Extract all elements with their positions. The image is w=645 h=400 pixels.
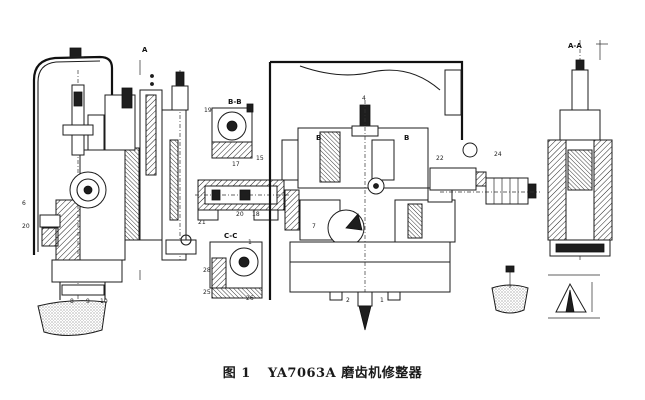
part-number-25: 26 xyxy=(246,295,254,302)
section-b-b: B-B 19 17 15 xyxy=(204,98,264,168)
part-number-13: 15 xyxy=(256,155,264,162)
figure-number: 图 1 xyxy=(222,366,251,381)
section-label-c-c: C-C xyxy=(224,232,237,240)
micrometer-barrel xyxy=(485,177,529,205)
part-number-24: 25 xyxy=(203,289,211,296)
figure-title: YA7063A 磨齿机修整器 xyxy=(267,366,423,381)
horizontal-slide: 21 20 18 xyxy=(195,179,290,226)
dresser-profile-detail xyxy=(548,274,600,319)
figure-caption: 图 1 YA7063A 磨齿机修整器 xyxy=(0,362,645,381)
central-front-view: B B 4 7 2 1 22 24 xyxy=(268,60,540,331)
part-number-9: 9 xyxy=(86,298,90,305)
section-label-b-b: B-B xyxy=(228,98,242,106)
part-number-6: 6 xyxy=(22,200,26,207)
diamond-dresser-tip xyxy=(358,305,372,331)
part-number-28: 1 xyxy=(248,239,252,246)
section-label-a-a: A-A xyxy=(568,42,582,50)
section-c-c: C-C 28 25 1 26 xyxy=(203,232,263,302)
left-side-view: A 6 20 8 9 10 xyxy=(22,46,197,336)
guard-hood xyxy=(32,55,114,255)
section-label-a-left: A xyxy=(142,46,148,54)
part-number-18: 20 xyxy=(236,211,244,218)
part-number-15: 17 xyxy=(232,161,240,168)
part-number-22: 24 xyxy=(494,151,502,158)
grinding-wheel-right xyxy=(491,284,529,314)
section-label-b-b-right: B xyxy=(404,134,409,142)
part-number-20: 20 xyxy=(22,223,30,230)
grinding-wheel-left xyxy=(37,300,107,336)
part-number-10: 10 xyxy=(100,298,108,305)
part-number-4: 4 xyxy=(362,95,366,102)
part-number-26: 28 xyxy=(203,267,211,274)
left-frame-block xyxy=(55,199,81,261)
part-number-19: 21 xyxy=(198,219,206,226)
part-number-16: 18 xyxy=(252,211,260,218)
part-number-8: 8 xyxy=(70,298,74,305)
section-label-b-a: B xyxy=(316,134,321,142)
part-number-17: 19 xyxy=(204,107,212,114)
hood-knob xyxy=(69,47,82,58)
part-number-21: 22 xyxy=(436,155,444,162)
part-number-1: 1 xyxy=(380,297,384,304)
section-a-a: A-A xyxy=(547,40,613,260)
part-number-7: 7 xyxy=(312,223,316,230)
part-number-2: 2 xyxy=(346,297,350,304)
